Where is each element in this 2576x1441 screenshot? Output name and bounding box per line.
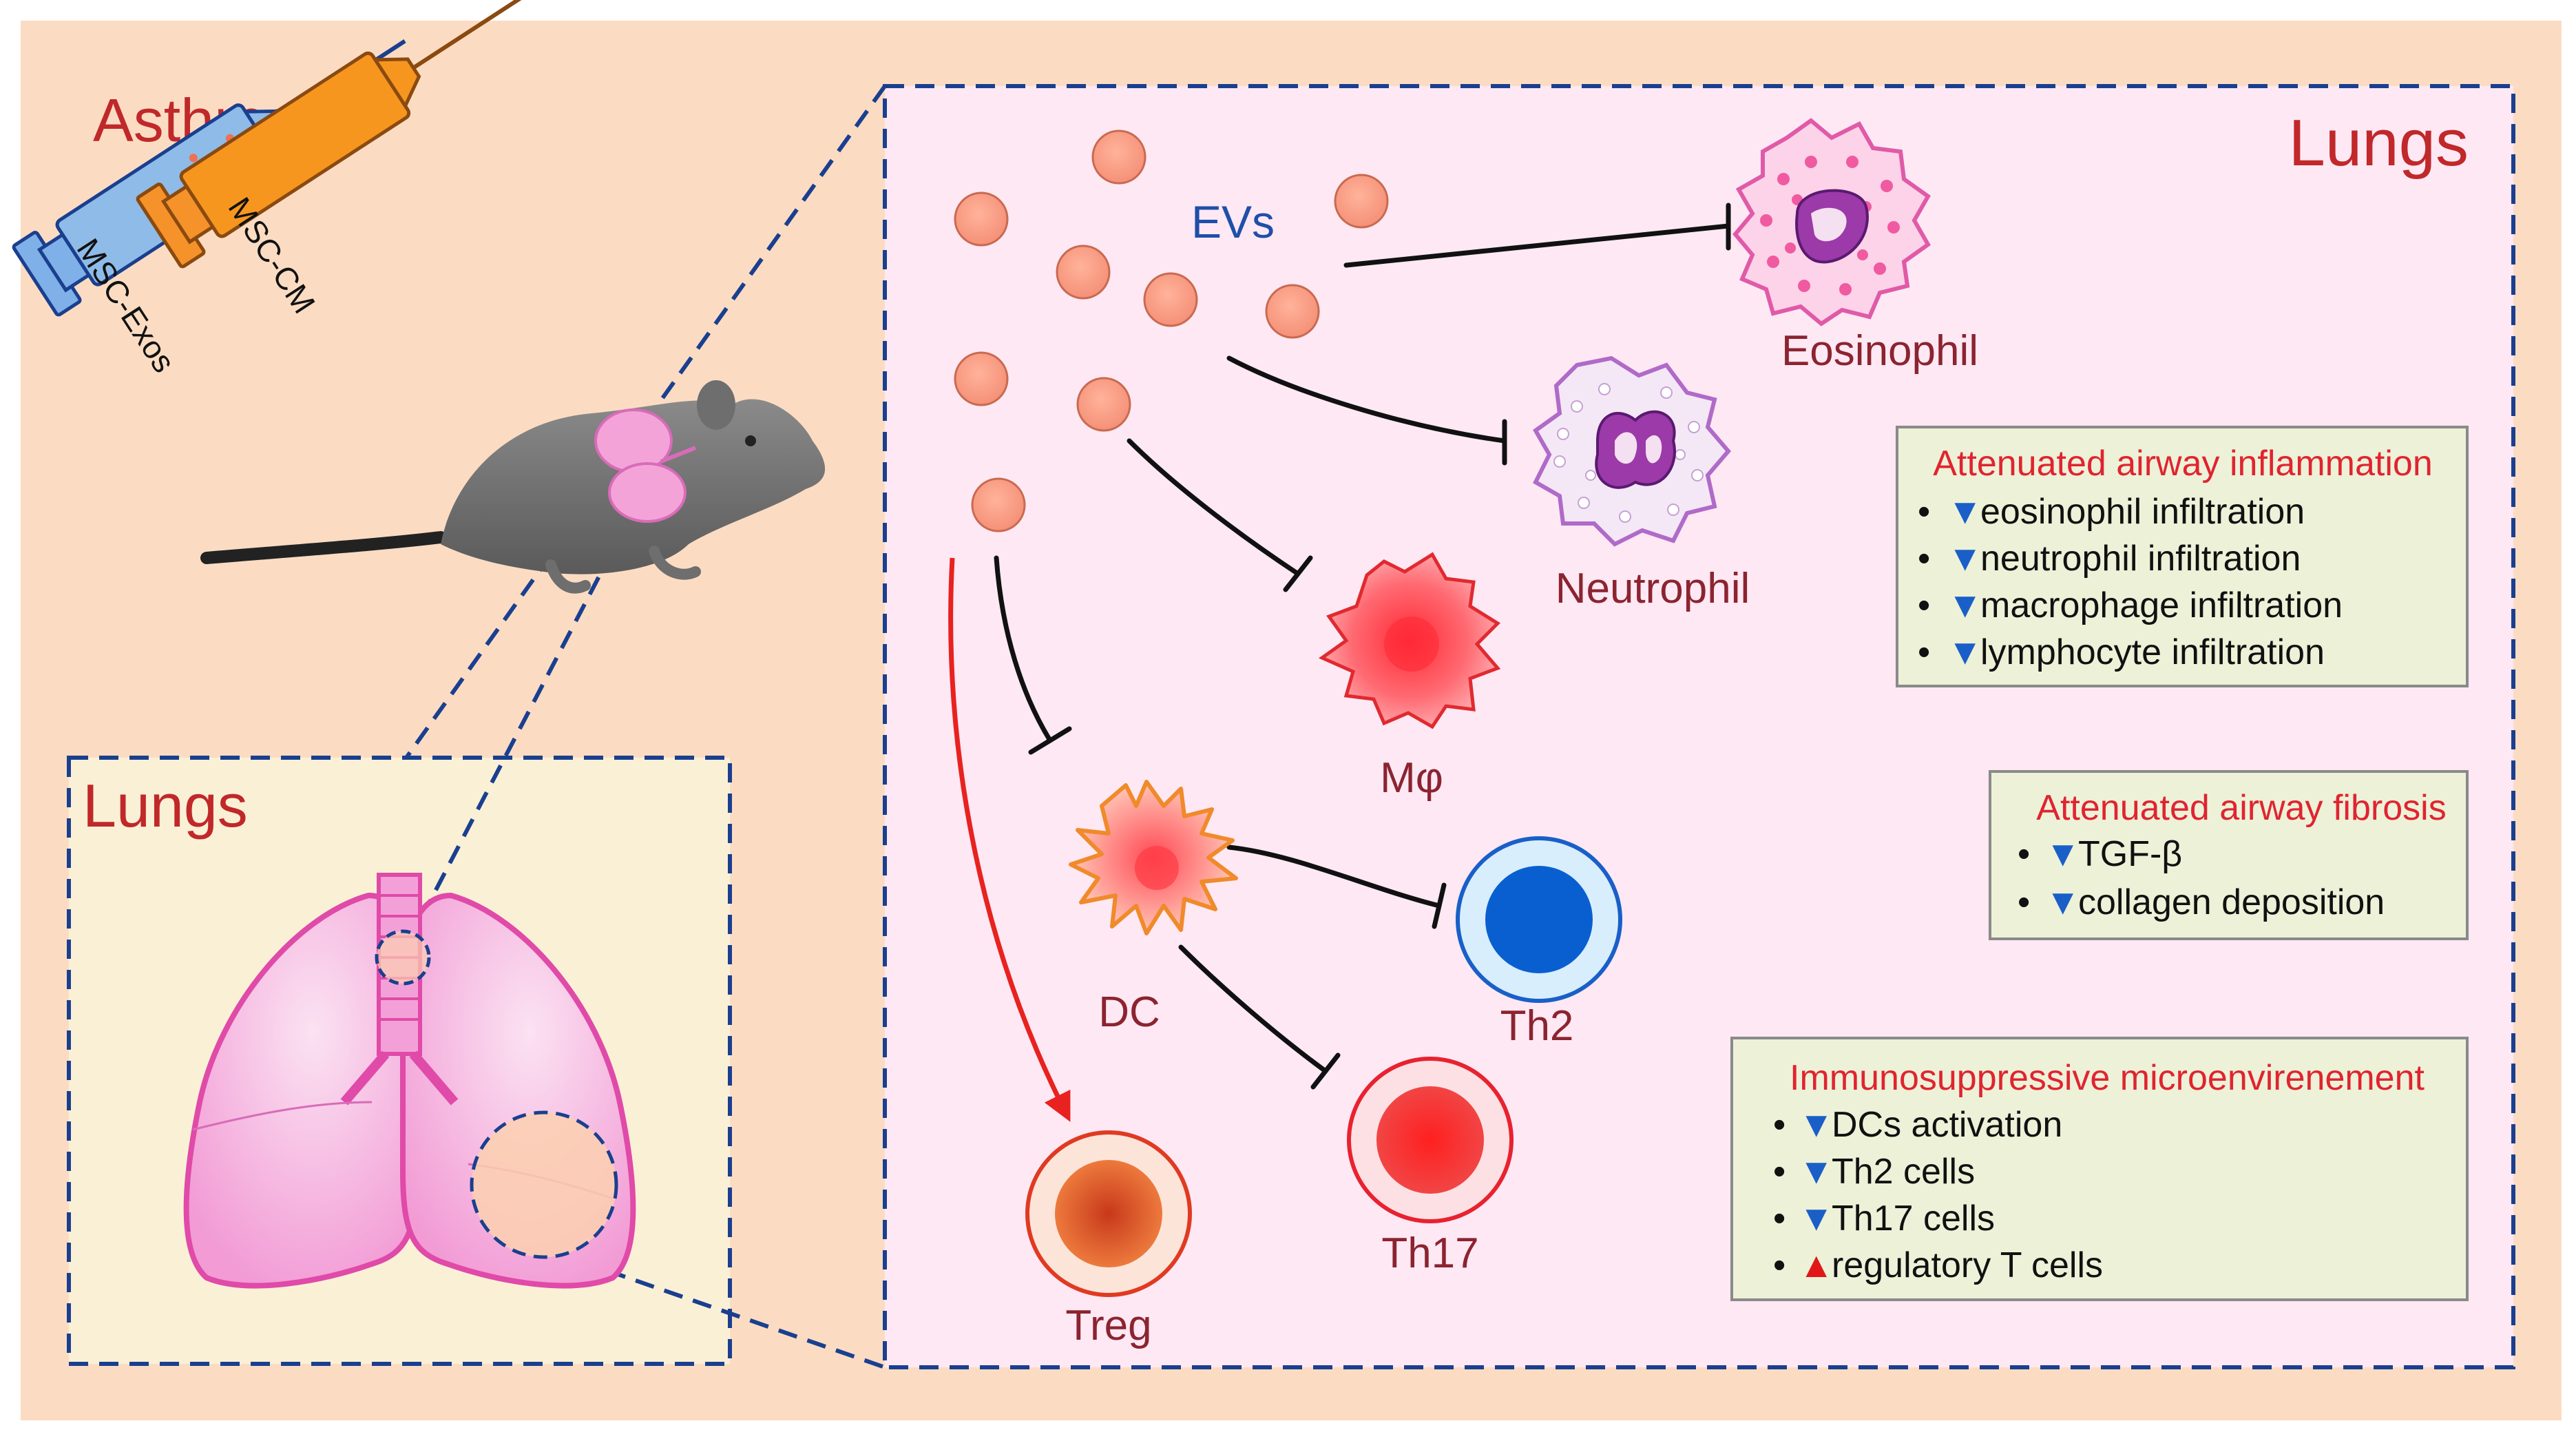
box-title: Attenuated airway inflammation: [1933, 444, 2433, 484]
box-bullet: •: [1918, 585, 1930, 625]
down-marker: ▼: [1947, 632, 1982, 672]
th2-cell: [1456, 836, 1622, 1003]
box-bullet: •: [1918, 539, 1930, 579]
ev-particle: [1143, 272, 1198, 327]
inhibit-macrophage: [1127, 438, 1301, 577]
dendritic-cell: [1069, 780, 1238, 935]
up-marker: ▲: [1799, 1245, 1834, 1285]
inflammation-box: Attenuated airway inflammation • ▼ eosin…: [1896, 426, 2469, 687]
th2-label: Th2: [1500, 1002, 1574, 1050]
down-marker: ▼: [2045, 882, 2080, 922]
neutrophil-cell: [1533, 355, 1731, 547]
down-marker: ▼: [1799, 1152, 1834, 1192]
inhibition-arrows: [994, 203, 1731, 1090]
box-bullet: •: [2018, 882, 2030, 922]
neutrophil-label: Neutrophil: [1556, 565, 1750, 612]
box-item: Th17 cells: [1832, 1199, 1995, 1238]
ev-particle: [954, 191, 1009, 247]
fibrosis-box: Attenuated airway fibrosis • ▼ TGF-β • ▼…: [1989, 770, 2469, 940]
eosinophil-cell: [1732, 118, 1931, 326]
inhibit-th2: [1226, 844, 1442, 909]
box-bullet: •: [1773, 1245, 1786, 1285]
down-marker: ▼: [2045, 834, 2080, 874]
box-item: Th2 cells: [1832, 1152, 1975, 1192]
ev-particle: [1076, 377, 1131, 432]
box-title: Immunosuppressive microenvirenement: [1790, 1058, 2425, 1098]
treg-label: Treg: [1065, 1302, 1151, 1349]
th17-cell: [1347, 1057, 1514, 1223]
down-marker: ▼: [1947, 539, 1982, 579]
ev-particle: [1091, 129, 1146, 185]
box-bullet: •: [1773, 1199, 1786, 1238]
th17-label: Th17: [1381, 1230, 1478, 1277]
lung-zoom-circle: [470, 1110, 618, 1259]
box-bullet: •: [1918, 492, 1930, 532]
box-item: TGF-β: [2078, 834, 2182, 874]
treg-cell: [1025, 1130, 1192, 1297]
evs-label: EVs: [1191, 196, 1275, 247]
ev-particle: [971, 477, 1026, 532]
syringe-msc-cm: [136, 0, 536, 269]
box-bullet: •: [2018, 834, 2030, 874]
macrophage-cell: [1318, 552, 1501, 729]
ev-particle: [1056, 245, 1111, 300]
lungs-illustration: [183, 873, 636, 1289]
inhibit-th17: [1178, 944, 1328, 1074]
lungs-panel-title: Lungs: [2288, 106, 2469, 180]
box-item: regulatory T cells: [1832, 1245, 2103, 1285]
down-marker: ▼: [1947, 585, 1982, 625]
box-item: eosinophil infiltration: [1980, 492, 2305, 532]
box-item: lymphocyte infiltration: [1980, 632, 2325, 672]
ev-particle: [1265, 284, 1320, 339]
box-bullet: •: [1773, 1152, 1786, 1192]
ev-particles: [954, 129, 1389, 532]
box-title: Attenuated airway fibrosis: [2036, 788, 2446, 828]
box-bullet: •: [1918, 632, 1930, 672]
trachea-zoom-circle: [375, 929, 431, 986]
inhibit-dc: [994, 555, 1053, 743]
lungs-inset-title: Lungs: [83, 771, 248, 840]
ev-particle: [954, 351, 1009, 406]
dc-label: DC: [1098, 988, 1160, 1036]
box-item: macrophage infiltration: [1980, 585, 2343, 625]
down-marker: ▼: [1799, 1105, 1834, 1145]
ev-particle: [1334, 174, 1389, 229]
box-item: neutrophil infiltration: [1980, 539, 2301, 579]
down-marker: ▼: [1799, 1199, 1834, 1238]
macrophage-label: Mφ: [1380, 754, 1443, 802]
eosinophil-label: Eosinophil: [1781, 327, 1978, 375]
box-item: DCs activation: [1832, 1105, 2062, 1145]
inhibit-eosinophil: [1343, 223, 1731, 268]
immunosuppressive-box: Immunosuppressive microenvirenement • ▼ …: [1730, 1037, 2469, 1301]
inhibit-neutrophil: [1226, 355, 1507, 444]
box-bullet: •: [1773, 1105, 1786, 1145]
mouse-illustration: [200, 380, 826, 594]
box-item: collagen deposition: [2078, 882, 2385, 922]
down-marker: ▼: [1947, 492, 1982, 532]
promote-treg-arrow: [948, 557, 1071, 1122]
